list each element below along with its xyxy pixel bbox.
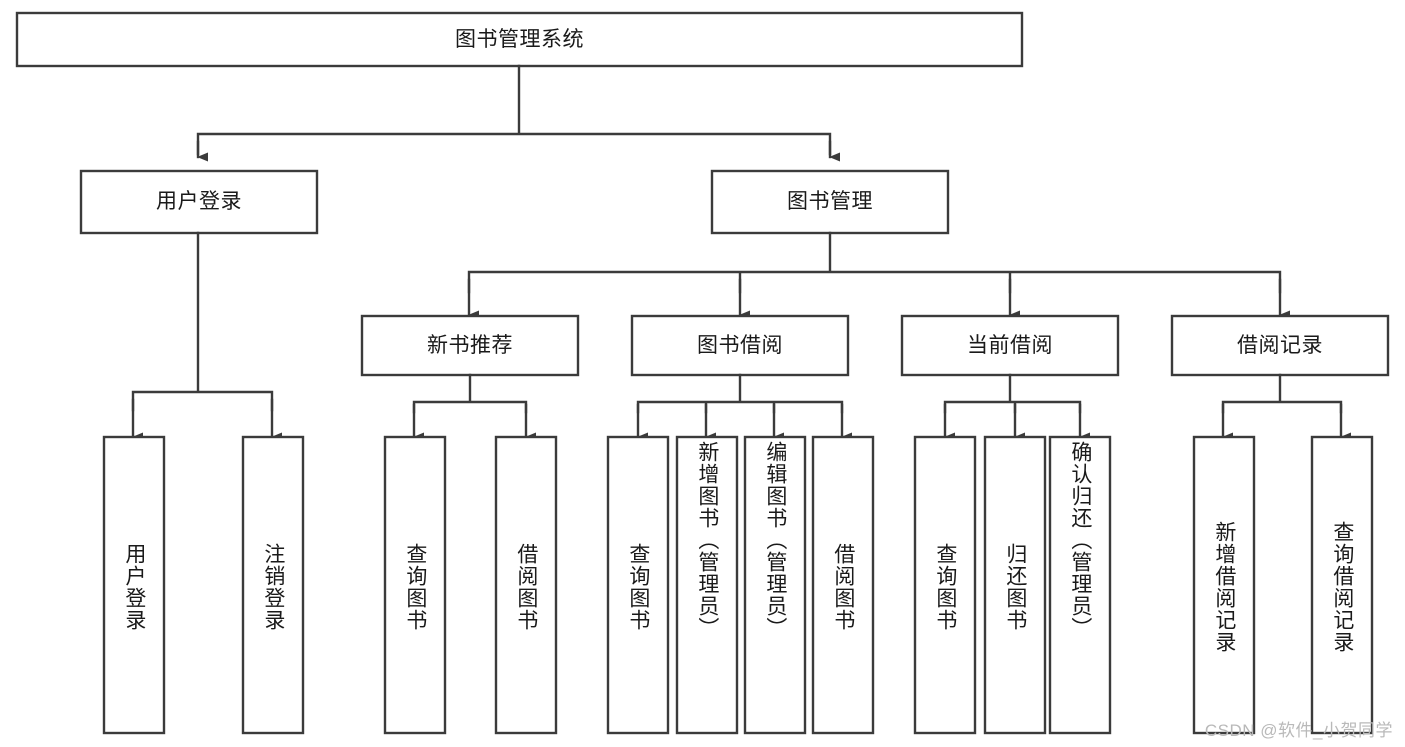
label-current-borrow: 当前借阅 bbox=[967, 333, 1053, 357]
node-box-leaf-return-book[interactable] bbox=[983, 435, 1047, 735]
label-leaf-add-book: 新增图书（管理员） bbox=[695, 441, 719, 639]
label-leaf-query-record: 查询借阅记录 bbox=[1330, 521, 1354, 653]
connector-root-to-level2 bbox=[196, 64, 832, 156]
node-box-leaf-edit-book[interactable] bbox=[743, 435, 807, 735]
node-box-leaf-borrow-book-1[interactable] bbox=[494, 435, 558, 735]
connector-user-login-bus bbox=[131, 231, 274, 412]
label-leaf-confirm-return: 确认归还（管理员） bbox=[1068, 441, 1092, 639]
node-box-leaf-confirm-return[interactable] bbox=[1048, 435, 1112, 735]
connector-book-mgmt-bus bbox=[467, 231, 1282, 294]
node-box-leaf-logout[interactable] bbox=[241, 435, 305, 735]
node-box-leaf-query-book-3[interactable] bbox=[913, 435, 977, 735]
node-box-leaf-borrow-book-2[interactable] bbox=[811, 435, 875, 735]
label-leaf-add-record: 新增借阅记录 bbox=[1212, 521, 1236, 653]
label-book-borrow: 图书借阅 bbox=[697, 333, 783, 357]
label-borrow-record: 借阅记录 bbox=[1237, 333, 1323, 357]
label-root: 图书管理系统 bbox=[455, 27, 584, 51]
node-box-root[interactable] bbox=[15, 11, 1024, 68]
node-box-new-book-recommend[interactable] bbox=[360, 314, 580, 377]
label-leaf-return-book: 归还图书 bbox=[1003, 543, 1027, 631]
node-box-borrow-record[interactable] bbox=[1170, 314, 1390, 377]
connector-book-borrow-bus bbox=[636, 373, 844, 414]
node-box-user-login[interactable] bbox=[79, 169, 319, 235]
node-box-book-borrow[interactable] bbox=[630, 314, 850, 377]
label-leaf-query-book-2: 查询图书 bbox=[626, 543, 650, 631]
node-box-leaf-add-record[interactable] bbox=[1192, 435, 1256, 735]
node-box-leaf-query-book-2[interactable] bbox=[606, 435, 670, 735]
label-leaf-query-book-3: 查询图书 bbox=[933, 543, 957, 631]
connector-current-borrow-bus bbox=[943, 373, 1082, 414]
csdn-watermark: CSDN @软件_小贺同学 bbox=[1204, 721, 1393, 740]
connector-new-book-bus bbox=[412, 373, 528, 414]
label-book-management: 图书管理 bbox=[787, 190, 873, 214]
label-user-login: 用户登录 bbox=[156, 190, 242, 214]
connector-borrow-record-bus bbox=[1221, 373, 1343, 414]
node-box-leaf-query-book-1[interactable] bbox=[383, 435, 447, 735]
label-leaf-borrow-book-1: 借阅图书 bbox=[514, 543, 538, 631]
label-leaf-user-login: 用户登录 bbox=[122, 543, 146, 631]
label-leaf-logout: 注销登录 bbox=[261, 543, 285, 631]
label-leaf-edit-book: 编辑图书（管理员） bbox=[763, 441, 787, 639]
label-leaf-query-book-1: 查询图书 bbox=[403, 543, 427, 631]
node-box-leaf-add-book[interactable] bbox=[675, 435, 739, 735]
node-box-current-borrow[interactable] bbox=[900, 314, 1120, 377]
label-new-book-recommend: 新书推荐 bbox=[427, 333, 513, 357]
node-box-book-management[interactable] bbox=[710, 169, 950, 235]
label-leaf-borrow-book-2: 借阅图书 bbox=[831, 543, 855, 631]
node-box-leaf-query-record[interactable] bbox=[1310, 435, 1374, 735]
node-box-leaf-user-login[interactable] bbox=[102, 435, 166, 735]
